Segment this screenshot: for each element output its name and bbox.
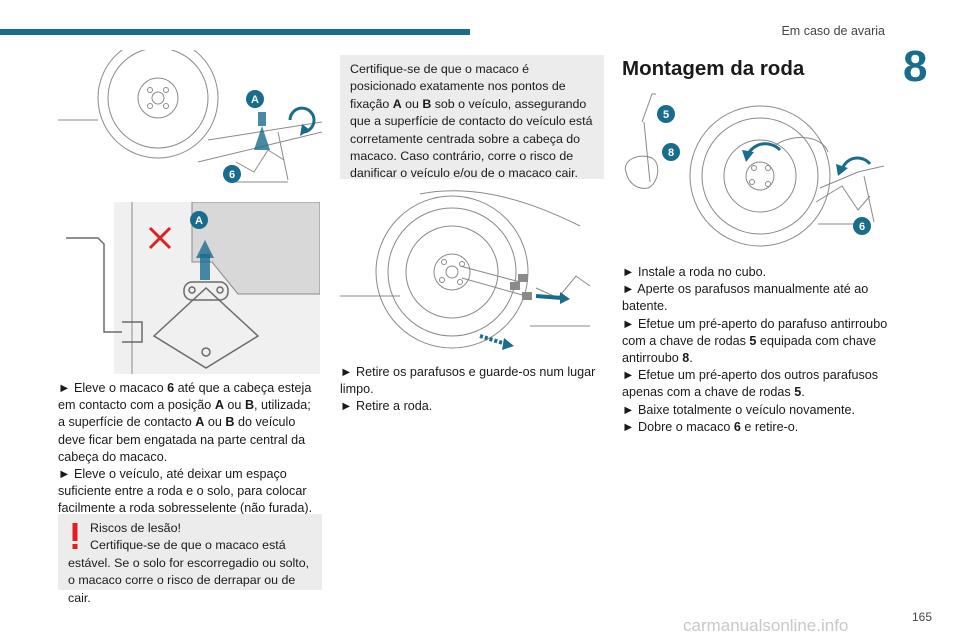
- warning-title: Riscos de lesão!: [90, 521, 181, 535]
- warning-text: Certifique-se de que o macaco está estáv…: [68, 538, 310, 605]
- chapter-number: 8: [903, 42, 928, 91]
- figure-label-a: A: [251, 94, 259, 106]
- column-3-text: ► Instale a roda no cubo. ► Aperte os pa…: [622, 264, 890, 436]
- warning-exclamation-icon: [72, 523, 78, 549]
- step: ► Retire a roda.: [340, 399, 433, 414]
- step: ► Aperte os parafusos manualmente até ao…: [622, 282, 869, 314]
- instruction-paragraph: ► Eleve o veículo, até deixar um espaço …: [58, 467, 313, 516]
- step: ► Baixe totalmente o veículo novamente.: [622, 402, 855, 417]
- step: ► Dobre o macaco 6 e retire-o.: [622, 419, 799, 434]
- warning-box: Riscos de lesão! Certifique-se de que o …: [58, 514, 322, 605]
- section-heading: Montagem da roda: [622, 57, 805, 80]
- figure-label-a: A: [195, 215, 203, 227]
- figure-label-6: 6: [859, 221, 865, 233]
- figure-jack-positioning: A 6: [58, 50, 322, 183]
- figure-label-6: 6: [229, 169, 235, 181]
- figure-label-5: 5: [663, 109, 669, 121]
- step: ► Instale a roda no cubo.: [622, 265, 767, 279]
- figure-wheel-bolts-removal: [340, 190, 591, 350]
- step: ► Efetue um pré-aperto dos outros parafu…: [622, 368, 879, 400]
- page-number: 165: [911, 610, 932, 624]
- column-1-text: ► Eleve o macaco 6 até que a cabeça este…: [58, 380, 320, 518]
- note-box: Certifique-se de que o macaco é posicion…: [340, 55, 604, 180]
- figure-jack-head-contact: A: [66, 202, 320, 374]
- header-accent-bar: [0, 29, 470, 35]
- instruction-paragraph: ► Eleve o macaco 6 até que a cabeça este…: [58, 381, 312, 464]
- figure-label-8: 8: [668, 147, 674, 159]
- section-title: Em caso de avaria: [781, 24, 885, 38]
- watermark: carmanualsonline.info: [683, 616, 849, 635]
- step: ► Efetue um pré-aperto do parafuso antir…: [622, 316, 888, 366]
- column-2-text: ► Retire os parafusos e guarde-os num lu…: [340, 364, 604, 416]
- figure-wheel-mounting: 5 8 6: [624, 93, 884, 247]
- step: ► Retire os parafusos e guarde-os num lu…: [340, 365, 596, 397]
